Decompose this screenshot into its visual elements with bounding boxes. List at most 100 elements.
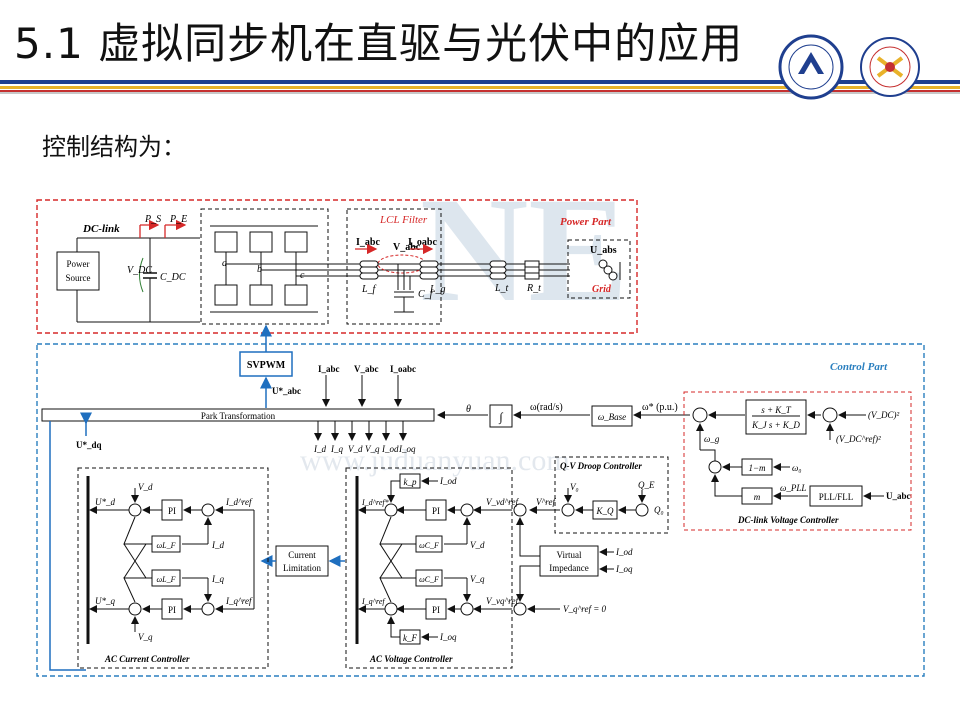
- ac-iq-fb: I_q: [211, 574, 224, 584]
- park-transformation-box: [41, 408, 435, 422]
- vdc-sq-label: (V_DC)²: [868, 410, 899, 420]
- omega-pu-label: ω* (p.u.): [642, 402, 678, 413]
- subtitle: 控制结构为：: [42, 133, 186, 161]
- lcl-filter-label: LCL Filter: [379, 214, 428, 226]
- v-vd-fb: V_d: [470, 540, 485, 550]
- park-output-label: I_d: [313, 444, 326, 454]
- omega-lf-label-1: ωL_F: [157, 541, 176, 550]
- slide-title: 5.1 虚拟同步机在直驱与光伏中的应用: [14, 19, 744, 68]
- ud-star-label: U*_d: [95, 497, 115, 507]
- vabc-label: V_abc: [393, 242, 421, 253]
- virtual-impedance-line2: Impedance: [549, 563, 588, 573]
- tf-den: K_J s + K_D: [751, 420, 800, 430]
- dc-link-label: DC-link: [82, 223, 120, 235]
- pll-box: [809, 485, 863, 507]
- power-part-box: [36, 199, 638, 334]
- theta-label: θ: [466, 404, 471, 415]
- phase-a-label: a: [222, 258, 227, 269]
- q0-label: Q₀: [654, 505, 664, 515]
- qv-droop-box: [554, 456, 669, 534]
- cf-capacitors: [394, 264, 414, 313]
- park-output-label: I_od: [381, 444, 399, 454]
- virtual-impedance-line1: Virtual: [557, 550, 582, 560]
- watermark-logo: NE: [420, 167, 628, 333]
- udq-label: U*_dq: [76, 440, 102, 450]
- vi-iod-label: I_od: [615, 547, 633, 557]
- virtual-impedance-box: [539, 545, 599, 577]
- id-ref-star-label: I_d^ref*: [361, 498, 389, 507]
- dc-link-controller-label: DC-link Voltage Controller: [737, 515, 839, 525]
- power-source-box: [56, 251, 100, 291]
- uabs-label: U_abs: [590, 245, 617, 256]
- vdc-ref-sq-label: (V_DC^ref)²: [836, 434, 881, 444]
- omega-rads-label: ω(rad/s): [530, 402, 563, 413]
- kf-label: k_F: [403, 633, 417, 643]
- svpwm-box: [239, 351, 293, 377]
- grid-box: [567, 239, 631, 299]
- park-output-label: I_oq: [398, 444, 416, 454]
- omega-cf-label-2: ωC_F: [419, 575, 439, 584]
- control-part-box: [36, 343, 925, 677]
- svpwm-label: SVPWM: [247, 360, 286, 371]
- qv-sum-junction: [561, 503, 575, 517]
- iq-ref-star-label: I_q^ref: [361, 597, 386, 606]
- vvd-ref-label: V_vd^ref: [486, 497, 519, 507]
- park-output-label: I_q: [330, 444, 343, 454]
- omega-base-box: [591, 405, 633, 427]
- vq-ref-zero-label: V_q^ref = 0: [563, 604, 607, 614]
- dc-link-controller-box: [683, 391, 912, 531]
- park-output-label: V_q: [365, 444, 380, 454]
- inverter-box: [200, 208, 329, 325]
- lt-label: L_t: [494, 283, 509, 294]
- uabc-star-label: U*_abc: [272, 386, 301, 396]
- integrator-box: [489, 404, 513, 428]
- power-source-line2: Source: [66, 273, 91, 283]
- pe-label: P_E: [169, 214, 187, 225]
- v0-label: V₀: [570, 482, 579, 492]
- uq-star-label: U*_q: [95, 596, 115, 606]
- omega0-label: ω₀: [792, 463, 801, 473]
- phase-b-label: b: [257, 264, 262, 275]
- ac-vq-in: V_q: [138, 632, 153, 642]
- inverter-switches: [210, 225, 318, 313]
- swing-tf-box: [745, 399, 807, 435]
- ps-label: P_S: [144, 214, 161, 225]
- vdc-label: V_DC: [127, 265, 152, 276]
- park-in-vabc: V_abc: [354, 364, 379, 374]
- power-source-line1: Power: [67, 259, 90, 269]
- iq-ref-label: I_q^ref: [225, 596, 253, 606]
- vd-ref-sum-junction: [513, 503, 527, 517]
- title-underline-yellow: [0, 86, 960, 89]
- ac-voltage-controller-box: [345, 467, 513, 669]
- vref-label: V^ref: [536, 497, 556, 507]
- lf-label: L_f: [361, 284, 377, 295]
- lf-inductors: [359, 260, 439, 280]
- park-in-iabc: I_abc: [318, 364, 340, 374]
- rt-resistors: [524, 260, 540, 280]
- qv-droop-label: Q-V Droop Controller: [560, 461, 642, 471]
- one-minus-m-label: 1−m: [748, 463, 766, 473]
- omega-cf-label-1: ωC_F: [419, 541, 439, 550]
- qe-label: Q_E: [638, 480, 655, 490]
- title-underline-red: [0, 90, 960, 92]
- omega-base-label: ω_Base: [598, 412, 626, 422]
- power-part-label: Power Part: [560, 216, 612, 228]
- v-ioq-label: I_oq: [439, 632, 457, 642]
- watermark-text: www.juduanyuan.com: [300, 444, 570, 477]
- vq-pi-label: PI: [432, 605, 440, 615]
- park-in-ioabc: I_oabc: [390, 364, 416, 374]
- lg-label: L_g: [429, 284, 446, 295]
- dc-sum-junction-2: [822, 407, 838, 423]
- pll-input-label: U_abc: [886, 491, 911, 501]
- lt-inductors: [489, 260, 507, 280]
- kq-label: K_Q: [595, 506, 614, 516]
- id-pi-label: PI: [168, 506, 176, 516]
- ac-voltage-controller-label: AC Voltage Controller: [369, 654, 453, 664]
- iq-pi-label: PI: [168, 605, 176, 615]
- ac-id-fb: I_d: [211, 540, 224, 550]
- id-ref-label: I_d^ref: [225, 497, 253, 507]
- cf-label: C_f: [418, 289, 434, 300]
- v-iod-label: I_od: [439, 476, 457, 486]
